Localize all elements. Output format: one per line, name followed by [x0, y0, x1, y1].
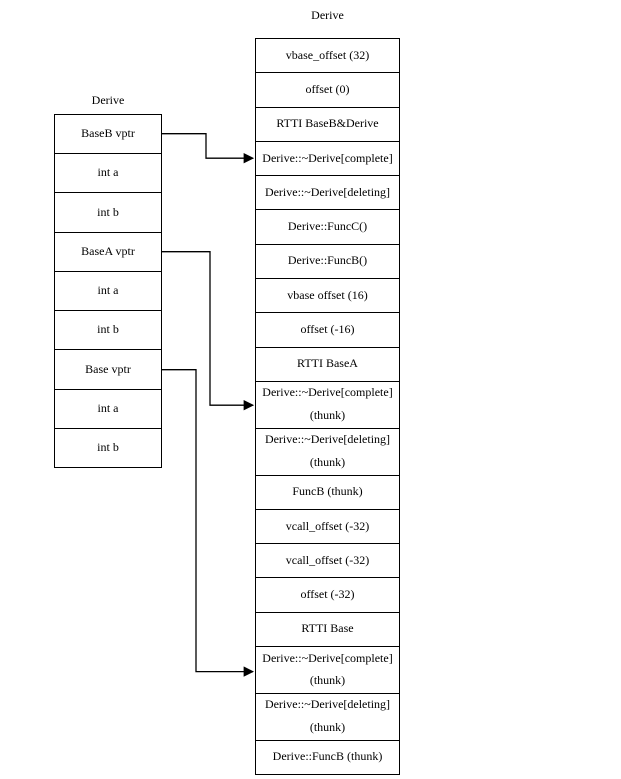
object-row: int a — [55, 388, 161, 428]
vtable-row: Derive::~Derive[deleting](thunk) — [256, 427, 399, 475]
object-row-label: int a — [97, 165, 119, 180]
vtable-row: offset (-32) — [256, 577, 399, 611]
vtable-row: offset (0) — [256, 72, 399, 106]
vtable-row-label: vcall_offset (-32) — [285, 552, 370, 567]
object-row-label: int b — [97, 204, 119, 219]
vtable-row-label: Derive::FuncB() — [287, 253, 368, 268]
vtable-row: Derive::FuncB (thunk) — [256, 739, 399, 774]
object-row: BaseB vptr — [55, 115, 161, 153]
object-row-label: BaseA vptr — [81, 243, 135, 258]
vtable-row-label: vcall_offset (-32) — [285, 518, 370, 533]
vtable-row-label: Derive::FuncB (thunk) — [272, 749, 383, 764]
vtable-row-label: RTTI BaseA — [297, 356, 358, 371]
vtable-row: vbase_offset (32) — [256, 39, 399, 72]
object-layout-title: Derive — [91, 93, 125, 107]
object-row: int a — [55, 270, 161, 310]
vtable-row-label: Derive::FuncC() — [287, 219, 368, 234]
vtable-row-label: FuncB (thunk) — [292, 484, 363, 499]
vtable-row: vcall_offset (-32) — [256, 543, 399, 577]
vtable-row: RTTI Base — [256, 611, 399, 646]
vtable-row-label: (thunk) — [309, 720, 346, 735]
vtable-row: Derive::FuncB() — [256, 243, 399, 278]
vtable-row: vcall_offset (-32) — [256, 508, 399, 543]
object-row: BaseA vptr — [55, 231, 161, 271]
vtable-row-label: offset (-16) — [300, 321, 355, 336]
vtable-row-label: vbase offset (16) — [287, 287, 368, 302]
vtable-row-label: (thunk) — [309, 455, 346, 470]
vptr-arrow — [162, 369, 255, 677]
vtable-row: Derive::FuncC() — [256, 209, 399, 243]
vtable-row: FuncB (thunk) — [256, 474, 399, 509]
vtable-row: vbase offset (16) — [256, 277, 399, 312]
vtable-row: RTTI BaseB&Derive — [256, 106, 399, 141]
vtable-row: Derive::~Derive[complete](thunk) — [256, 645, 399, 693]
object-layout-box: BaseB vptr int a int b BaseA vptr int a int b… — [54, 114, 162, 468]
object-row: Base vptr — [55, 349, 161, 388]
vtable-title: Derive — [311, 8, 344, 22]
vtable-row: Derive::~Derive[deleting](thunk) — [256, 692, 399, 740]
vtable-row-label: Derive::~Derive[complete] — [262, 150, 393, 165]
vtable-row: RTTI BaseA — [256, 346, 399, 381]
vtable-row-label: Derive::~Derive[complete] — [262, 650, 393, 665]
object-row: int a — [55, 153, 161, 192]
vtable-row: Derive::~Derive[deleting] — [256, 175, 399, 209]
object-row-label: BaseB vptr — [81, 126, 135, 141]
object-row-label: Base vptr — [85, 361, 131, 376]
vtable-row: Derive::~Derive[complete] — [256, 140, 399, 175]
object-row: int b — [55, 427, 161, 467]
object-row-label: int a — [97, 400, 119, 415]
object-row: int b — [55, 192, 161, 231]
vtable-row-label: offset (-32) — [300, 587, 355, 602]
vtable-row-label: Derive::~Derive[complete] — [262, 385, 393, 400]
object-row: int b — [55, 310, 161, 349]
vtable-row-label: (thunk) — [309, 673, 346, 688]
vtable-row-label: RTTI Base — [301, 621, 354, 636]
object-row-label: int b — [97, 439, 119, 454]
vtable-row-label: Derive::~Derive[deleting] — [264, 432, 391, 447]
vtable-row-label: Derive::~Derive[deleting] — [264, 184, 391, 199]
object-row-label: int a — [97, 283, 119, 298]
vtable-row: Derive::~Derive[complete](thunk) — [256, 380, 399, 428]
object-row-label: int b — [97, 322, 119, 337]
vtable-row-label: (thunk) — [309, 408, 346, 423]
vtable-row-label: RTTI BaseB&Derive — [276, 116, 379, 131]
vtable-row-label: vbase_offset (32) — [285, 47, 370, 62]
vtable-row: offset (-16) — [256, 312, 399, 346]
vtable-box: vbase_offset (32) offset (0) RTTI BaseB&De… — [255, 38, 400, 775]
vtable-row-label: Derive::~Derive[deleting] — [264, 697, 391, 712]
vptr-arrow — [162, 133, 255, 164]
vtable-row-label: offset (0) — [305, 82, 350, 97]
vptr-arrow — [162, 251, 255, 411]
